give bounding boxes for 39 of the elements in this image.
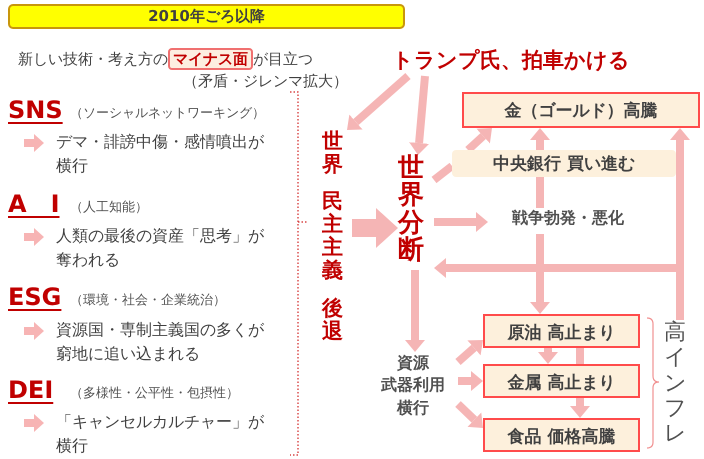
note-box: 中央銀行 買い進む [452, 150, 676, 177]
intro-subtext: （矛盾・ジレンマ拡大） [183, 72, 348, 91]
topic-heading: ESG [8, 283, 62, 311]
arrow [530, 128, 550, 150]
vertical-text: 高インフレ [664, 320, 696, 442]
heading-text: トランプ氏、拍車かける [392, 46, 632, 76]
event-text: 資源武器利用横行 [368, 352, 458, 432]
header-band: 2010年ごろ以降 [8, 4, 405, 29]
arrow [405, 270, 425, 352]
arrow [570, 398, 590, 418]
arrow [455, 401, 483, 428]
topic-gloss: （ソーシャルネットワーキング） [70, 105, 265, 122]
arrow [434, 212, 488, 232]
topic-heading: DEI [8, 376, 54, 404]
arrow [409, 76, 430, 155]
result-box: 金（ゴールド）高騰 [462, 92, 700, 128]
topic-heading: SNS [8, 96, 63, 124]
event-text: 戦争勃発・悪化 [488, 208, 648, 234]
topic-effect: デマ・誹謗中傷・感情噴出が横行 [56, 131, 266, 177]
arrow [465, 128, 492, 153]
result-box: 原油 高止まり [483, 314, 640, 348]
result-box: 食品 価格高騰 [483, 418, 640, 452]
topic-gloss: （環境・社会・企業統治） [70, 292, 226, 309]
result-box: 金属 高止まり [483, 364, 640, 398]
arrow [455, 340, 483, 365]
topic-effect: 資源国・専制主義国の多くが窮地に追い込まれる [56, 319, 266, 365]
arrow [538, 348, 558, 364]
block-arrow [352, 208, 398, 248]
arrow [347, 73, 411, 130]
topic-effect: 人類の最後の資産「思考」が奪われる [56, 225, 266, 271]
arrow [458, 371, 483, 391]
arrow [530, 234, 550, 314]
topic-gloss: （多様性・公平性・包摂性） [70, 385, 239, 402]
topic-heading: A I [8, 190, 60, 218]
topic-gloss: （人工知能） [70, 199, 148, 216]
vertical-text: 世界民主主義後退 [322, 130, 352, 352]
intro-text: 新しい技術・考え方のマイナス面が目立つ [18, 47, 313, 72]
vertical-text: 世界分断 [398, 155, 434, 270]
topic-effect: 「キャンセルカルチャー」が横行 [56, 411, 266, 457]
